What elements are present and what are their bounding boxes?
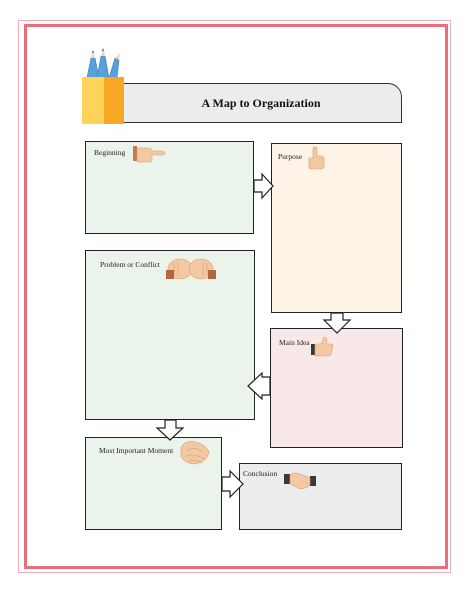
pointing-hand-icon xyxy=(133,146,166,163)
main-idea-box[interactable]: Main Idea xyxy=(270,328,403,448)
purpose-label: Purpose xyxy=(278,152,303,161)
pencil-cup-icon xyxy=(82,48,124,124)
main-idea-label: Main Idea xyxy=(279,338,310,347)
conclusion-label: Conclusion xyxy=(243,469,278,478)
handshake-icon xyxy=(284,472,316,489)
thumbs-up-icon xyxy=(311,336,334,357)
beginning-box[interactable]: Beginning xyxy=(85,141,254,234)
arrow-purpose-to-main xyxy=(322,312,352,334)
conclusion-box[interactable]: Conclusion xyxy=(239,463,402,530)
arrow-most-to-conclusion xyxy=(221,469,244,499)
purpose-box[interactable]: Purpose xyxy=(271,143,402,313)
beginning-label: Beginning xyxy=(94,148,126,157)
fists-bumping-icon xyxy=(166,258,216,280)
hands-together-icon xyxy=(180,441,210,465)
arrow-beginning-to-purpose xyxy=(253,172,274,200)
arrow-main-to-problem xyxy=(247,371,271,401)
page-border xyxy=(24,24,448,569)
page-title: A Map to Organization xyxy=(201,95,321,110)
arrow-problem-to-most xyxy=(155,419,185,441)
page-border-outer-thin xyxy=(18,20,451,573)
most-important-label: Most Important Moment xyxy=(99,446,174,455)
title-banner: A Map to Organization xyxy=(94,83,402,123)
problem-label: Problem or Conflict xyxy=(100,260,160,269)
hand-pointing-up-icon xyxy=(308,146,325,170)
